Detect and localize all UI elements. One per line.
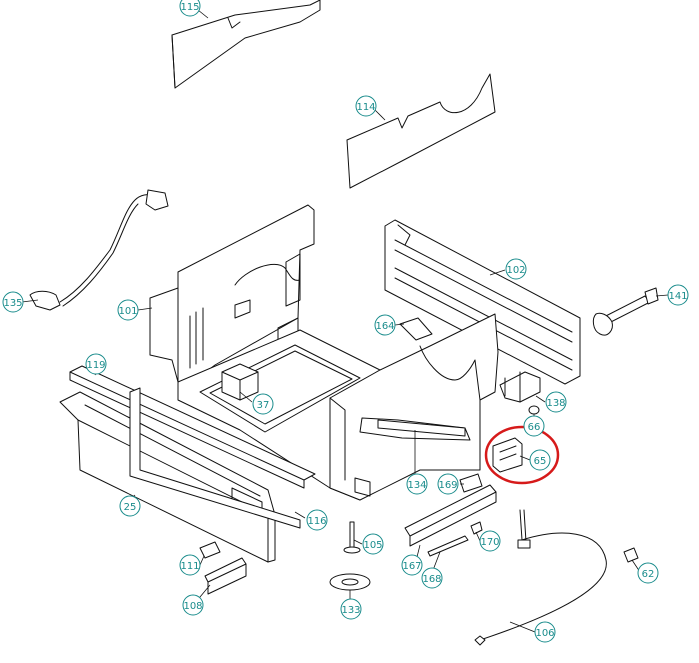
callout-66[interactable]: 66 [523,415,545,437]
part-106-hose [474,509,607,646]
callout-114[interactable]: 114 [355,95,377,117]
callout-105[interactable]: 105 [362,533,384,555]
callout-65[interactable]: 65 [529,449,551,471]
svg-text:169: 169 [438,480,457,491]
part-167-rail [404,484,497,547]
callout-108[interactable]: 108 [182,594,204,616]
part-66-washer [528,405,540,415]
part-168-rod [427,535,469,557]
svg-text:66: 66 [528,422,541,433]
highlight-circle-65 [484,425,560,485]
part-135-cable [29,189,169,311]
part-111-clip [199,541,221,559]
svg-text:135: 135 [3,298,22,309]
svg-text:141: 141 [668,291,687,302]
svg-text:62: 62 [642,569,655,580]
svg-text:115: 115 [180,2,199,13]
callout-133[interactable]: 133 [340,598,362,620]
part-101-frame [149,204,315,383]
callout-106[interactable]: 106 [534,621,556,643]
callout-168[interactable]: 168 [421,567,443,589]
svg-text:65: 65 [534,456,547,467]
callout-170[interactable]: 170 [479,530,501,552]
part-108-rail [204,557,247,595]
svg-text:168: 168 [422,574,441,585]
part-134-rod [377,419,466,437]
part-105-pin [343,521,361,554]
svg-text:37: 37 [257,400,270,411]
callout-134[interactable]: 134 [406,473,428,495]
part-115-panel [171,0,321,89]
svg-text:106: 106 [535,628,554,639]
callout-169[interactable]: 169 [437,473,459,495]
svg-text:167: 167 [402,561,421,572]
part-138-valve [499,371,541,403]
callout-101[interactable]: 101 [117,299,139,321]
callout-115[interactable]: 115 [179,0,201,17]
svg-text:133: 133 [341,605,360,616]
svg-text:111: 111 [180,561,199,572]
part-37-box [221,363,259,401]
callout-164[interactable]: 164 [374,314,396,336]
part-102-rail [384,219,581,385]
part-65-bracket [492,437,523,473]
right-frame [329,313,499,501]
callout-135[interactable]: 135 [2,291,24,313]
part-164-clip [399,317,433,341]
part-133-foot [329,573,371,591]
callout-62[interactable]: 62 [637,562,659,584]
svg-text:138: 138 [546,398,565,409]
callout-25[interactable]: 25 [119,495,141,517]
callout-116[interactable]: 116 [306,509,328,531]
part-170-pin [470,521,483,535]
svg-text:116: 116 [307,516,326,527]
svg-text:170: 170 [480,537,499,548]
callout-37[interactable]: 37 [252,393,274,415]
svg-text:108: 108 [183,601,202,612]
part-114-panel [346,73,496,189]
part-141-bolt [592,287,659,336]
svg-text:102: 102 [506,265,525,276]
callout-141[interactable]: 141 [667,284,689,306]
callout-138[interactable]: 138 [545,391,567,413]
part-169-bracket [459,473,483,493]
callout-119[interactable]: 119 [85,353,107,375]
part-62-knob [623,547,639,563]
svg-text:164: 164 [375,321,394,332]
svg-text:134: 134 [407,480,426,491]
svg-text:25: 25 [124,502,137,513]
svg-text:119: 119 [86,360,105,371]
callout-167[interactable]: 167 [401,554,423,576]
svg-text:105: 105 [363,540,382,551]
callout-111[interactable]: 111 [179,554,201,576]
svg-text:101: 101 [118,306,137,317]
callout-102[interactable]: 102 [505,258,527,280]
part-116-strip [129,387,301,529]
svg-text:114: 114 [356,102,375,113]
